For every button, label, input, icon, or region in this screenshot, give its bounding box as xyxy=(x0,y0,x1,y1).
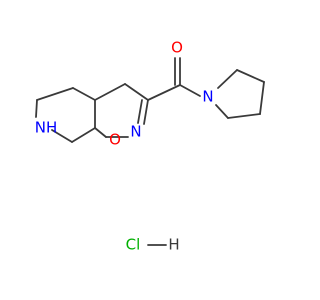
bond-c-n xyxy=(179,84,201,97)
isoxazoline-ring xyxy=(94,83,149,138)
bond-iso-5 xyxy=(94,127,107,138)
bond-iso-2 xyxy=(124,83,149,101)
molecule-drawing: O N N O NH Cl H xyxy=(35,39,265,254)
amide-linker xyxy=(147,57,201,101)
piperidine-ring xyxy=(35,87,96,143)
atom-nitrogen-isoxazoline: N xyxy=(130,123,141,141)
bond-iso-3b xyxy=(137,99,143,124)
atom-nitrogen-pyrrolidine: N xyxy=(202,88,213,106)
bond-c-carbonyl xyxy=(147,84,181,101)
atom-oxygen-ring: O xyxy=(109,131,121,149)
structure-canvas: O N N O NH Cl H xyxy=(35,39,265,254)
bond-pip-3 xyxy=(71,127,96,143)
bond-iso-3 xyxy=(143,99,149,125)
bond-pyr-4 xyxy=(227,113,261,119)
bond-iso-1 xyxy=(94,83,126,101)
bond-pyr-2 xyxy=(236,69,265,83)
atom-oxygen-carbonyl: O xyxy=(171,39,183,57)
bond-pip-5 xyxy=(35,99,38,118)
atom-nitrogen-piperidine: NH xyxy=(35,119,58,137)
bond-pip-4 xyxy=(51,129,73,143)
atom-chlorine: Cl xyxy=(126,236,141,254)
bond-pyr-1 xyxy=(217,69,238,89)
bond-pyr-3 xyxy=(259,81,265,115)
pyrrolidine-ring xyxy=(215,69,265,119)
bond-pip-6 xyxy=(36,87,74,101)
bond-pip-1 xyxy=(72,87,96,101)
bond-pyr-5 xyxy=(215,104,229,119)
atom-hydrogen: H xyxy=(168,236,179,254)
